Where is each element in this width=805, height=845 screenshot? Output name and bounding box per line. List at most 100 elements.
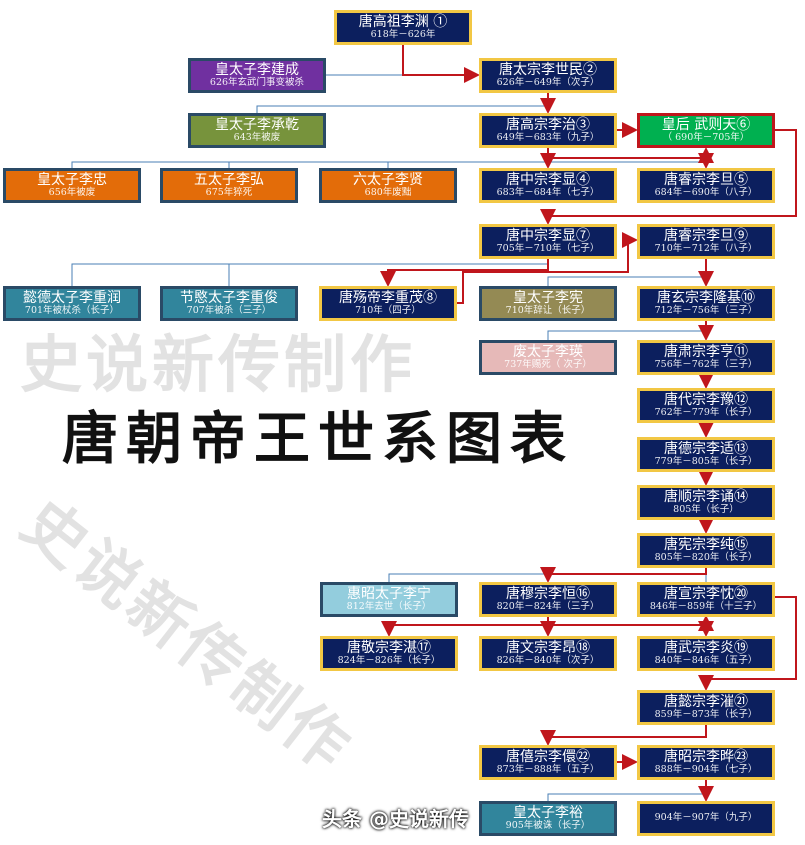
node-dates: 873年－888年（五子）	[496, 764, 600, 776]
chart-title: 唐朝帝王世系图表	[62, 407, 574, 472]
node-name: 唐武宗李炎⑲	[664, 639, 748, 656]
node-dates: 737年赐死（ 次子）	[504, 359, 592, 371]
family-line	[547, 276, 706, 286]
node-dates: 779年－805年（长子）	[654, 456, 758, 468]
node-name: 皇太子李裕	[513, 804, 583, 821]
node-name: 唐睿宗李旦⑤	[664, 171, 748, 188]
node-dates: 680年废黜	[364, 187, 412, 199]
node-dates: 820年－824年（三子）	[496, 601, 600, 613]
node-dates: 684年－690年（八子）	[654, 187, 758, 199]
node-name: 唐肃宗李亨⑪	[664, 343, 748, 360]
node-dates: 824年－826年（长子）	[337, 655, 441, 667]
node-name: 皇太子李宪	[513, 289, 583, 306]
node-name: 唐中宗李显⑦	[506, 227, 590, 244]
node-dates: 904年－907年（九子）	[654, 812, 758, 824]
node-dates: 712年－756年（三子）	[654, 305, 758, 317]
node-dates: （ 690年－705年）	[662, 132, 750, 144]
succession-line	[547, 615, 714, 631]
node-dates: 683年－684年（七子）	[496, 187, 600, 199]
node-name: 皇太子李忠	[37, 171, 107, 188]
node-dates: 846年－859年（十三子）	[649, 601, 763, 613]
node-name: 唐宪宗李纯⑮	[664, 536, 748, 553]
node-dates: 710年（四子）	[355, 305, 421, 317]
node-dates: 710年－712年（八子）	[654, 243, 758, 255]
node-dates: 626年－649年（次子）	[496, 77, 600, 89]
node-dates: 812年去世（长子）	[346, 601, 432, 613]
node-name: 懿德太子李重润	[23, 289, 121, 306]
node-dates: 859年－873年（长子）	[654, 709, 758, 721]
node-name: 唐睿宗李旦⑨	[664, 227, 748, 244]
node-name: 唐德宗李适⑬	[664, 440, 748, 457]
node-name: 唐敬宗李湛⑰	[347, 639, 431, 656]
node-name: 唐文宗李昂⑱	[506, 639, 590, 656]
node-dates: 618年－626年	[370, 29, 436, 41]
node-name: 六太子李贤	[353, 171, 423, 188]
succession-line	[456, 232, 638, 304]
node-dates: 675年猝死	[205, 187, 253, 199]
family-line	[547, 793, 706, 801]
succession-line	[540, 567, 707, 583]
succession-line	[402, 44, 480, 83]
node-name: 唐宣宗李忱⑳	[664, 585, 748, 602]
credit-overlay: 头条 @史说新传	[322, 807, 469, 831]
node-aidi: 904年－907年（九子）	[637, 801, 775, 836]
node-name: 节愍太子李重俊	[180, 289, 278, 306]
node-name: 五太子李弘	[194, 171, 264, 188]
node-dates: 805年（长子）	[673, 504, 739, 516]
family-line	[256, 105, 548, 113]
succession-line	[540, 129, 797, 225]
node-name: 唐昭宗李晔㉓	[664, 748, 748, 765]
node-name: 唐殇帝李重茂⑧	[339, 289, 437, 306]
family-line	[71, 161, 706, 168]
node-dates: 840年－846年（五子）	[654, 655, 758, 667]
node-name: 唐高祖李渊 ①	[358, 13, 448, 30]
succession-line	[381, 621, 548, 637]
node-dates: 756年－762年（三子）	[654, 359, 758, 371]
node-name: 废太子李瑛	[513, 343, 583, 360]
succession-line	[380, 258, 549, 287]
family-line	[71, 263, 548, 286]
node-dates: 710年辞让（长子）	[505, 305, 591, 317]
node-name: 唐顺宗李诵⑭	[664, 488, 748, 505]
node-dates: 762年－779年（长子）	[654, 407, 758, 419]
node-dates: 643年被废	[233, 132, 281, 144]
node-name: 皇太子李承乾	[215, 116, 299, 133]
node-dates: 707年被杀（三子）	[186, 305, 272, 317]
succession-line	[548, 147, 714, 163]
family-line	[547, 330, 706, 340]
node-name: 唐代宗李豫⑫	[664, 391, 748, 408]
node-name: 唐太宗李世民②	[499, 61, 597, 78]
node-dates: 705年－710年（七子）	[496, 243, 600, 255]
succession-line	[540, 724, 707, 746]
